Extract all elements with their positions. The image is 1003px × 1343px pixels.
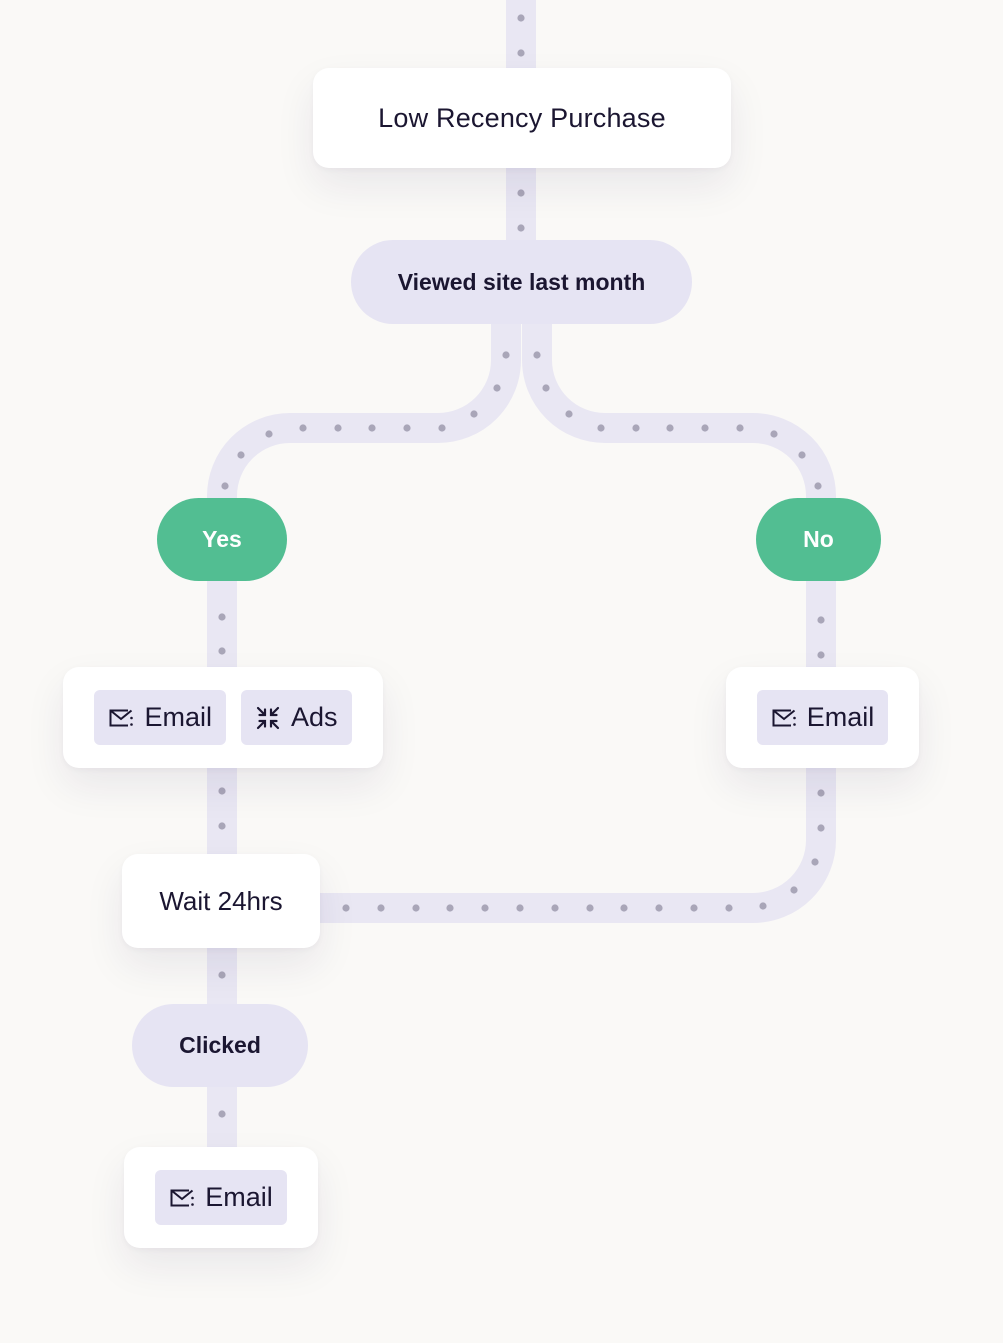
- wait-node[interactable]: Wait 24hrs: [122, 854, 320, 948]
- email-action-chip[interactable]: Email: [756, 690, 889, 745]
- path-dot: [218, 971, 226, 979]
- path-dot: [218, 787, 226, 795]
- path-dot: [516, 904, 524, 912]
- path-dot: [542, 384, 550, 392]
- condition-node[interactable]: Viewed site last month: [351, 240, 692, 324]
- path-dot: [817, 616, 825, 624]
- connector-branch-no: [522, 320, 836, 505]
- email-action-label: Email: [144, 702, 212, 732]
- path-dot: [218, 1110, 226, 1118]
- path-dot: [597, 424, 605, 432]
- final-actions-card: Email: [124, 1147, 318, 1248]
- path-dot: [403, 424, 411, 432]
- yes-branch-node[interactable]: Yes: [157, 498, 287, 581]
- path-dot: [655, 904, 663, 912]
- path-dot: [517, 189, 525, 197]
- path-dot: [725, 904, 733, 912]
- email-action-label: Email: [205, 1182, 273, 1212]
- email-icon: [169, 1187, 195, 1209]
- ads-action-chip[interactable]: Ads: [240, 690, 352, 745]
- path-dot: [759, 902, 767, 910]
- path-dot: [446, 904, 454, 912]
- path-dot: [265, 430, 273, 438]
- clicked-node[interactable]: Clicked: [132, 1004, 308, 1087]
- path-dot: [237, 451, 245, 459]
- path-dot: [586, 904, 594, 912]
- path-dot: [565, 410, 573, 418]
- path-dot: [481, 904, 489, 912]
- path-dot: [218, 613, 226, 621]
- email-action-chip[interactable]: Email: [94, 690, 226, 745]
- path-dot: [790, 886, 798, 894]
- path-dot: [412, 904, 420, 912]
- path-dot: [342, 904, 350, 912]
- path-dot: [817, 789, 825, 797]
- compress-arrows-icon: [255, 705, 281, 731]
- path-dot: [377, 904, 385, 912]
- yes-actions-card: Email Ads: [63, 667, 383, 768]
- path-dot: [218, 822, 226, 830]
- path-dot: [221, 482, 229, 490]
- connector-branch-yes: [207, 320, 521, 505]
- wait-label: Wait 24hrs: [159, 885, 283, 916]
- path-dot: [517, 49, 525, 57]
- path-dot: [620, 904, 628, 912]
- path-dot: [438, 424, 446, 432]
- ads-action-label: Ads: [290, 702, 338, 732]
- path-dot: [811, 858, 819, 866]
- path-dot: [533, 351, 541, 359]
- path-dot: [517, 224, 525, 232]
- path-dot: [334, 424, 342, 432]
- trigger-label: Low Recency Purchase: [378, 102, 666, 133]
- yes-label: Yes: [202, 526, 242, 552]
- condition-label: Viewed site last month: [397, 268, 646, 295]
- path-dot: [817, 651, 825, 659]
- path-dot: [701, 424, 709, 432]
- path-dot: [817, 824, 825, 832]
- path-dot: [299, 424, 307, 432]
- no-actions-card: Email: [726, 667, 919, 768]
- path-dot: [551, 904, 559, 912]
- path-dot: [502, 351, 510, 359]
- email-action-chip[interactable]: Email: [155, 1170, 287, 1225]
- trigger-node[interactable]: Low Recency Purchase: [313, 68, 731, 168]
- path-dot: [218, 647, 226, 655]
- path-dot: [368, 424, 376, 432]
- no-label: No: [803, 526, 834, 552]
- path-dot: [770, 430, 778, 438]
- path-dot: [632, 424, 640, 432]
- email-icon: [771, 707, 797, 729]
- path-dot: [666, 424, 674, 432]
- path-dot: [690, 904, 698, 912]
- path-dot: [798, 451, 806, 459]
- email-icon: [108, 707, 134, 729]
- email-action-label: Email: [806, 702, 875, 732]
- clicked-label: Clicked: [179, 1032, 261, 1058]
- path-dot: [493, 384, 501, 392]
- path-dot: [517, 14, 525, 22]
- path-dot: [470, 410, 478, 418]
- connector-no-to-wait: [315, 765, 836, 923]
- path-dot: [736, 424, 744, 432]
- path-dot: [814, 482, 822, 490]
- no-branch-node[interactable]: No: [756, 498, 881, 581]
